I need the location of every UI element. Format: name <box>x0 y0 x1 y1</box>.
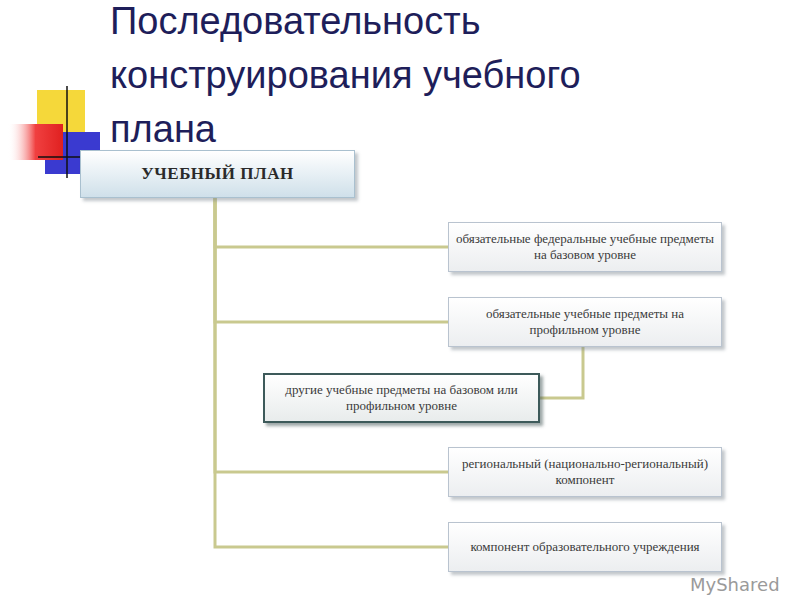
connector <box>215 198 448 322</box>
box-text: компонент образовательного учреждения <box>464 539 705 555</box>
box-text: обязательные учебные предметы на профиль… <box>449 306 721 338</box>
box-text: региональный (национально-региональный) … <box>449 456 721 488</box>
plan-box: другие учебные предметы на базовом или п… <box>263 373 540 423</box>
root-box: УЧЕБНЫЙ ПЛАН <box>80 150 355 198</box>
watermark: MyShared <box>690 574 780 595</box>
slide-title: Последовательность конструирования учебн… <box>110 0 670 156</box>
connector <box>215 198 448 472</box>
plan-box: компонент образовательного учреждения <box>448 522 722 572</box>
connector <box>215 198 448 247</box>
plan-box: обязательные федеральные учебные предмет… <box>448 222 722 272</box>
connector <box>540 347 583 398</box>
deco-line <box>66 86 68 178</box>
box-text: другие учебные предметы на базовом или п… <box>265 382 538 414</box>
box-text: обязательные федеральные учебные предмет… <box>449 231 721 263</box>
plan-box: региональный (национально-региональный) … <box>448 447 722 497</box>
red-square <box>8 124 63 160</box>
box-text: УЧЕБНЫЙ ПЛАН <box>135 166 299 182</box>
plan-box: обязательные учебные предметы на профиль… <box>448 297 722 347</box>
